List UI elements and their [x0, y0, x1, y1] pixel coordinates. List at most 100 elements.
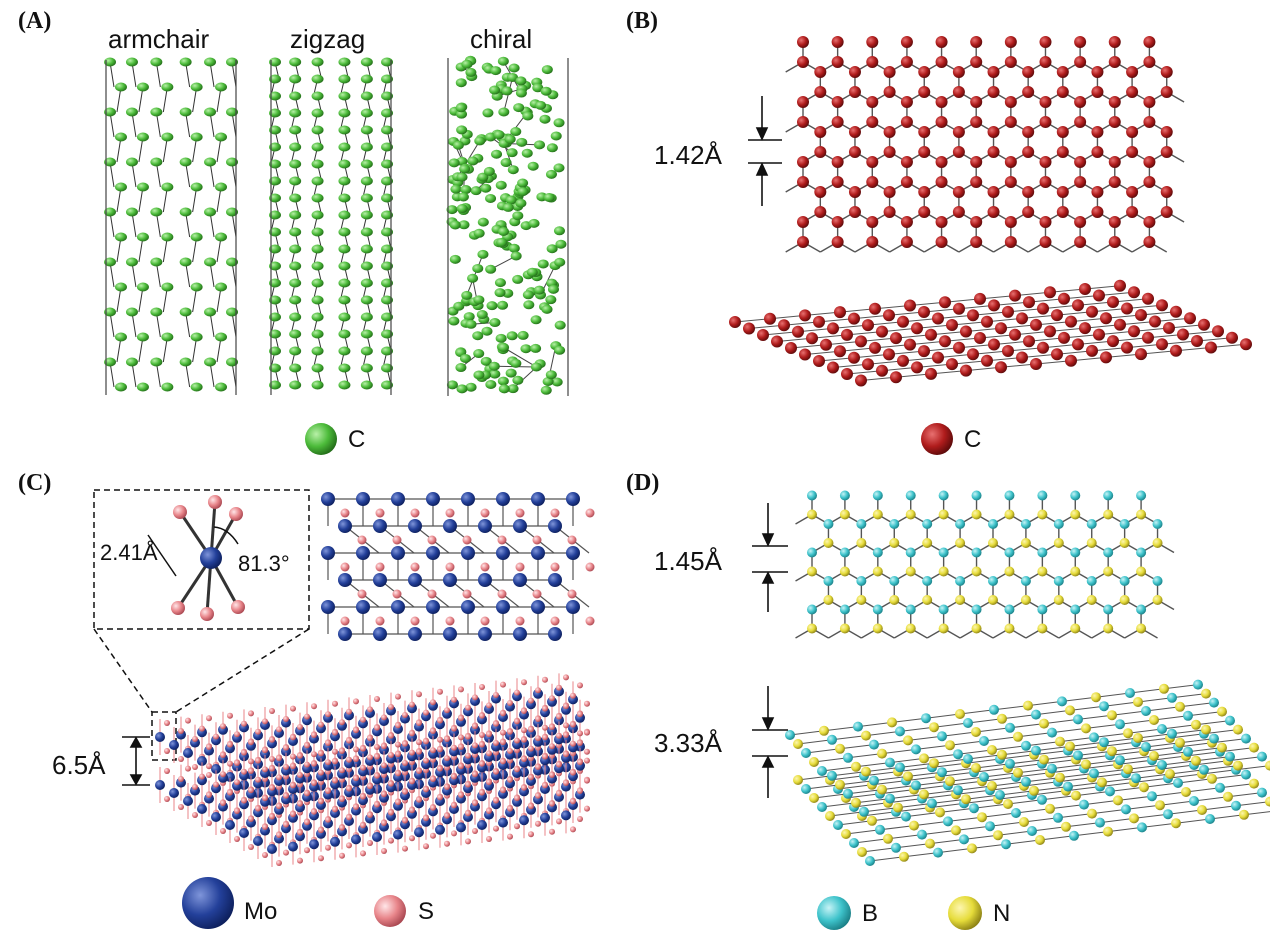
c-atom	[338, 193, 351, 203]
atom	[1074, 36, 1087, 48]
atom	[1023, 700, 1033, 711]
s-atom	[290, 705, 296, 712]
mo-atom	[513, 519, 527, 533]
atom	[897, 315, 909, 328]
atom	[1020, 538, 1031, 548]
carbon-legend-sphere-a	[305, 423, 337, 455]
atom	[955, 538, 966, 548]
s-atom	[423, 815, 429, 822]
atom	[856, 519, 867, 529]
atom	[1183, 746, 1193, 757]
atom	[970, 116, 983, 128]
s-atom	[234, 836, 240, 842]
atom	[1233, 760, 1243, 771]
s-atom	[304, 790, 310, 797]
c-atom	[532, 83, 544, 93]
s-atom	[493, 768, 499, 775]
atom	[987, 126, 1000, 138]
c-atom	[269, 227, 281, 237]
atom	[1108, 176, 1121, 188]
c-atom	[476, 310, 488, 320]
c-atom	[493, 130, 505, 140]
c-atom	[498, 227, 510, 237]
mo-atom	[478, 573, 492, 587]
mo-atom	[477, 820, 487, 830]
s-atom	[528, 726, 534, 733]
atom	[797, 156, 809, 168]
mo-atom	[531, 492, 545, 506]
mo-atom	[531, 600, 545, 614]
atom	[883, 186, 896, 198]
atom	[1136, 604, 1147, 615]
s-atom	[451, 725, 457, 732]
s-atom	[374, 753, 380, 760]
s-atom	[346, 737, 352, 744]
s-atom	[290, 811, 296, 818]
c-atom	[495, 333, 507, 343]
c-atom	[482, 108, 494, 118]
c-atom	[457, 192, 469, 202]
c-atom	[545, 370, 557, 380]
c-atom	[269, 261, 281, 271]
atom	[1053, 519, 1064, 529]
c-atom	[452, 140, 464, 150]
atom	[862, 358, 874, 371]
atom	[946, 358, 958, 371]
c-atom	[215, 332, 228, 342]
chiral-nanotube	[446, 55, 569, 396]
s-atom	[437, 765, 443, 772]
atom	[1126, 126, 1139, 138]
s-atom	[486, 702, 492, 709]
atom	[927, 798, 937, 809]
c-atom	[289, 329, 302, 339]
s-atom	[199, 773, 205, 780]
c-atom	[136, 382, 149, 392]
c-atom	[150, 157, 163, 167]
c-atom	[504, 134, 516, 144]
atom	[855, 374, 867, 387]
atom	[1108, 56, 1121, 68]
s-atom	[507, 776, 513, 783]
atom	[1157, 724, 1167, 734]
angle-arc	[213, 526, 239, 545]
atom	[1056, 206, 1069, 218]
c-atom	[473, 295, 485, 305]
s-atom	[549, 695, 555, 702]
atom	[1093, 328, 1105, 341]
atom	[929, 722, 939, 733]
atom	[1086, 576, 1097, 586]
atom	[987, 86, 1000, 98]
atom	[1091, 146, 1104, 158]
s-atom	[262, 766, 268, 773]
atom	[890, 371, 902, 384]
atom	[1073, 714, 1083, 725]
atom	[1193, 679, 1203, 690]
mo-atom	[478, 519, 492, 533]
b-legend-sphere	[817, 896, 851, 930]
mo-atom	[548, 519, 562, 533]
atom	[939, 296, 951, 309]
c-atom	[467, 273, 479, 283]
c-atom	[490, 66, 502, 76]
s-atom	[262, 795, 268, 802]
mo-atom	[461, 492, 475, 506]
atom	[1160, 146, 1173, 158]
mo-atom	[519, 815, 529, 826]
s-atom	[388, 809, 394, 816]
atom	[883, 309, 895, 322]
atom	[793, 775, 803, 785]
s-atom	[164, 768, 170, 774]
s-atom	[346, 842, 352, 849]
atom	[951, 825, 961, 836]
s-atom	[507, 805, 513, 812]
atom	[985, 821, 995, 832]
c-atom	[381, 142, 393, 152]
atom	[1037, 604, 1048, 615]
c-atom	[311, 227, 324, 237]
c-atom	[311, 312, 324, 322]
c-atom	[104, 207, 116, 217]
s-atom	[458, 734, 464, 741]
atom	[785, 342, 797, 354]
atom	[937, 767, 947, 778]
c-atom	[311, 159, 324, 169]
